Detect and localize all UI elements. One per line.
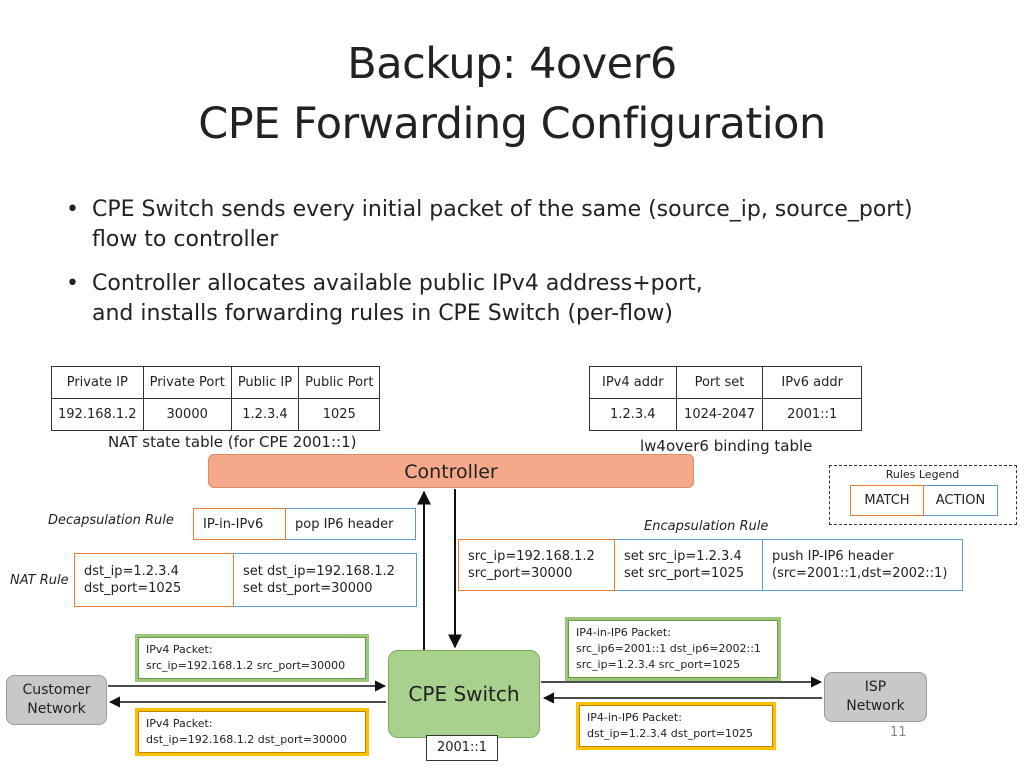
- bullet-text: CPE Switch sends every initial packet of…: [92, 197, 913, 222]
- table-header-cell: Private Port: [142, 366, 232, 399]
- table-row: 192.168.1.2 30000 1.2.3.4 1025: [51, 398, 381, 431]
- nat-rule-label: NAT Rule: [10, 573, 69, 588]
- encap-action-line: set src_port=1025: [624, 566, 745, 581]
- binding-table: IPv4 addr Port set IPv6 addr 1.2.3.4 102…: [589, 366, 862, 431]
- decap-action: pop IP6 header: [286, 508, 416, 540]
- table-cell: 1024-2047: [675, 398, 764, 431]
- table-header-cell: Port set: [675, 366, 764, 399]
- packet-ip4inip6-inbound: IP4-in-IP6 Packet: dst_ip=1.2.3.4 dst_po…: [576, 702, 776, 750]
- packet-line: src_ip=192.168.1.2 src_port=30000: [146, 659, 346, 672]
- table-cell: 2001::1: [762, 398, 862, 431]
- node-label: Network: [846, 698, 905, 714]
- packet-line: IPv4 Packet:: [146, 717, 213, 730]
- bullet-text: flow to controller: [92, 227, 279, 252]
- encap-action-line: set src_ip=1.2.3.4: [624, 549, 742, 564]
- node-label: ISP: [864, 679, 887, 695]
- slide-title-line1: Backup: 4over6: [347, 39, 677, 89]
- table-cell: 30000: [142, 398, 232, 431]
- nat-match-line: dst_port=1025: [84, 581, 182, 596]
- nat-action-line: set dst_ip=192.168.1.2: [243, 564, 395, 579]
- packet-line: IP4-in-IP6 Packet:: [587, 711, 682, 724]
- table-row: 1.2.3.4 1024-2047 2001::1: [589, 398, 862, 431]
- legend-rule: MATCH ACTION: [850, 485, 998, 516]
- bullet-text: Controller allocates available public IP…: [92, 271, 703, 296]
- packet-line: src_ip6=2001::1 dst_ip6=2002::1: [576, 642, 761, 655]
- packet-ipv4-outbound: IPv4 Packet: src_ip=192.168.1.2 src_port…: [135, 634, 369, 682]
- packet-ipv4-inbound: IPv4 Packet: dst_ip=192.168.1.2 dst_port…: [135, 708, 369, 756]
- decap-rule: IP-in-IPv6 pop IP6 header: [193, 508, 416, 540]
- packet-line: IPv4 Packet:: [146, 643, 213, 656]
- controller-box[interactable]: Controller: [208, 454, 694, 488]
- page-number: 11: [890, 725, 907, 740]
- packet-line: IP4-in-IP6 Packet:: [576, 626, 671, 639]
- node-label: Network: [27, 701, 86, 717]
- nat-state-table: Private IP Private Port Public IP Public…: [51, 366, 381, 431]
- encap-match: src_ip=192.168.1.2 src_port=30000: [458, 539, 615, 591]
- nat-action: set dst_ip=192.168.1.2 set dst_port=3000…: [234, 553, 417, 607]
- table-header-row: IPv4 addr Port set IPv6 addr: [589, 366, 862, 399]
- slide-title-line2: CPE Forwarding Configuration: [198, 99, 826, 149]
- encap-action-line: (src=2001::1,dst=2002::1): [772, 566, 948, 581]
- packet-line: dst_ip=1.2.3.4 dst_port=1025: [587, 727, 754, 740]
- table-header-row: Private IP Private Port Public IP Public…: [51, 366, 381, 399]
- cpe-switch-node[interactable]: CPE Switch: [388, 650, 540, 738]
- table-cell: 192.168.1.2: [51, 398, 144, 431]
- bullet-list: CPE Switch sends every initial packet of…: [66, 195, 986, 343]
- legend-title: Rules Legend: [885, 468, 960, 481]
- packet-ip4inip6-outbound: IP4-in-IP6 Packet: src_ip6=2001::1 dst_i…: [565, 617, 781, 681]
- nat-match-line: dst_ip=1.2.3.4: [84, 564, 179, 579]
- nat-match: dst_ip=1.2.3.4 dst_port=1025: [74, 553, 234, 607]
- encap-action-line: push IP-IP6 header: [772, 549, 894, 564]
- bullet-item: CPE Switch sends every initial packet of…: [66, 195, 986, 255]
- binding-table-caption: lw4over6 binding table: [640, 437, 813, 455]
- cpe-address-label: 2001::1: [426, 735, 498, 761]
- table-cell: 1025: [298, 398, 381, 431]
- node-label: Customer: [22, 682, 91, 698]
- nat-rule: dst_ip=1.2.3.4 dst_port=1025 set dst_ip=…: [74, 553, 417, 607]
- decap-match: IP-in-IPv6: [193, 508, 286, 540]
- packet-line: dst_ip=192.168.1.2 dst_port=30000: [146, 733, 348, 746]
- nat-table-caption: NAT state table (for CPE 2001::1): [108, 433, 357, 451]
- encap-rule: src_ip=192.168.1.2 src_port=30000 set sr…: [458, 539, 963, 591]
- encap-match-line: src_ip=192.168.1.2: [468, 549, 595, 564]
- legend-match: MATCH: [850, 485, 924, 516]
- packet-line: src_ip=1.2.3.4 src_port=1025: [576, 658, 741, 671]
- rules-legend: Rules Legend MATCH ACTION: [829, 465, 1017, 525]
- table-header-cell: Public IP: [230, 366, 300, 399]
- decap-rule-label: Decapsulation Rule: [48, 513, 174, 528]
- encap-match-line: src_port=30000: [468, 566, 573, 581]
- encap-rule-label: Encapsulation Rule: [644, 519, 769, 534]
- encap-action-set: set src_ip=1.2.3.4 set src_port=1025: [615, 539, 763, 591]
- table-cell: 1.2.3.4: [230, 398, 300, 431]
- bullet-item: Controller allocates available public IP…: [66, 269, 986, 329]
- legend-action: ACTION: [924, 485, 998, 516]
- table-cell: 1.2.3.4: [589, 398, 677, 431]
- table-header-cell: IPv4 addr: [589, 366, 677, 399]
- isp-network-node[interactable]: ISP Network: [824, 672, 927, 722]
- table-header-cell: Public Port: [298, 366, 381, 399]
- bullet-text: and installs forwarding rules in CPE Swi…: [92, 301, 673, 326]
- nat-action-line: set dst_port=30000: [243, 581, 373, 596]
- encap-action-push: push IP-IP6 header (src=2001::1,dst=2002…: [763, 539, 963, 591]
- customer-network-node[interactable]: Customer Network: [6, 675, 107, 725]
